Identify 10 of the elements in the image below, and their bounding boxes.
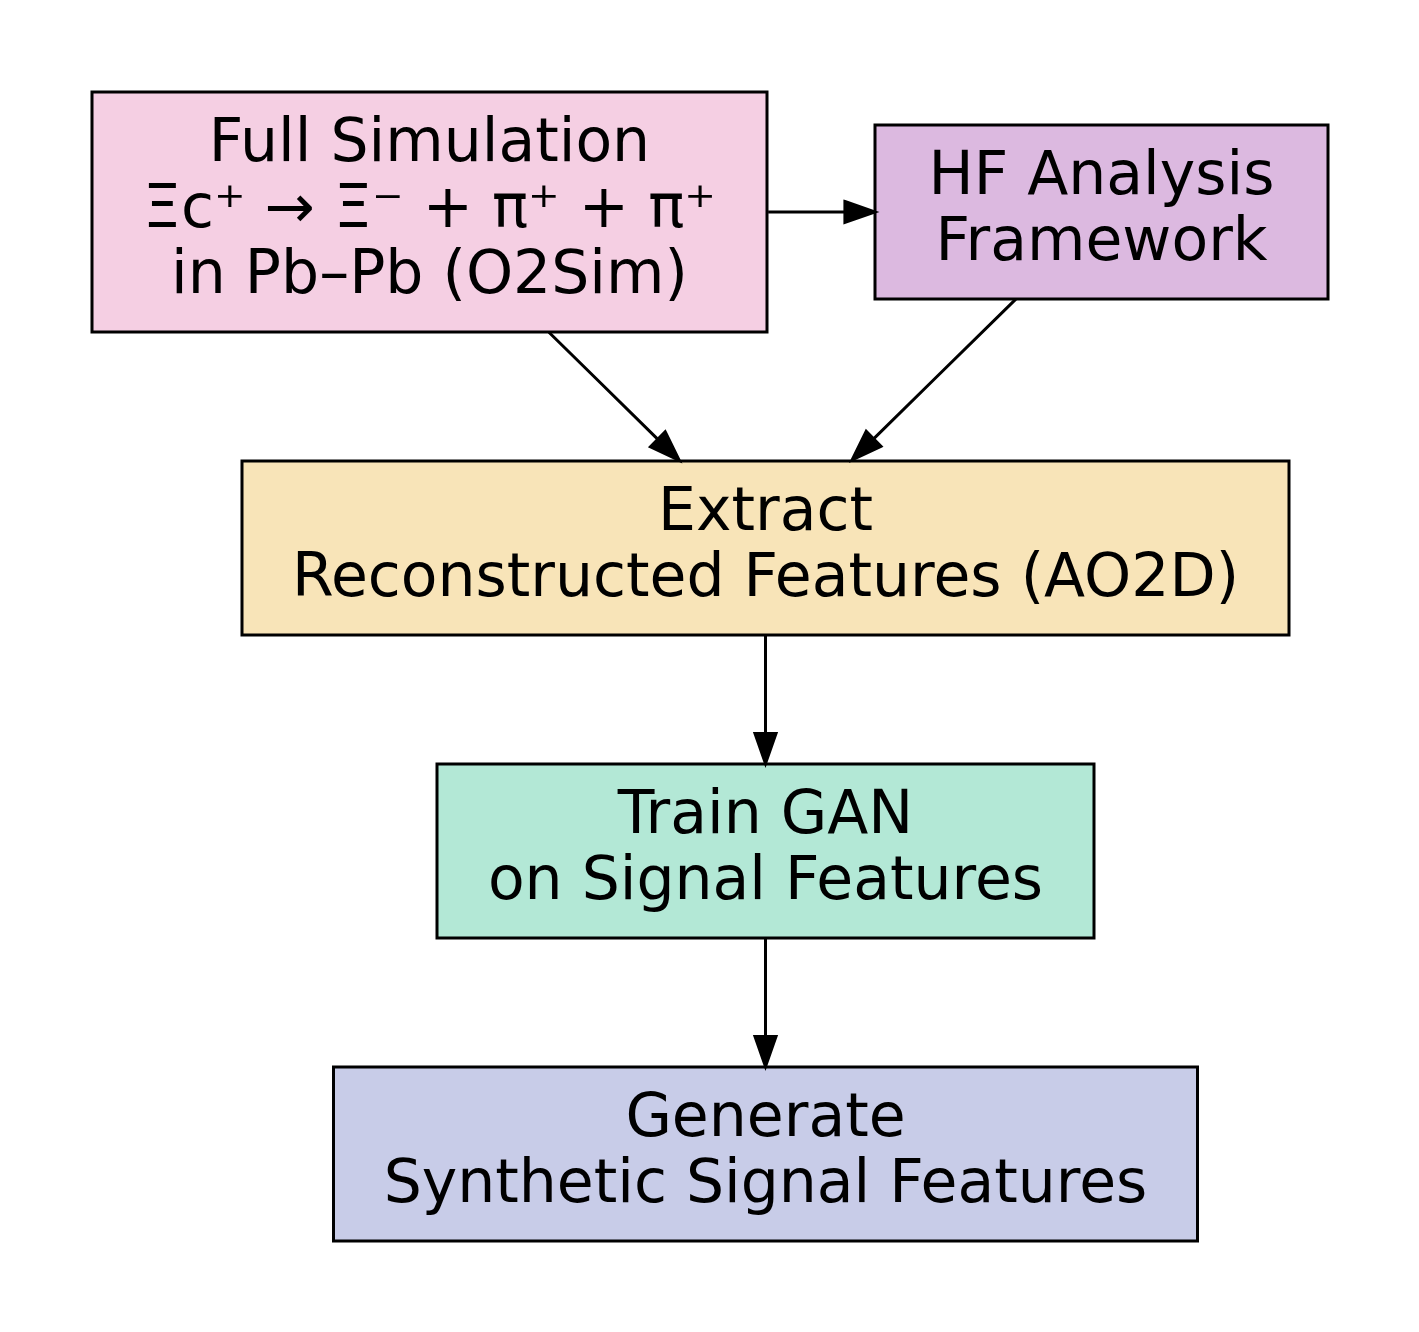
- node-box: Extract Reconstructed Features (AO2D): [240, 459, 1290, 636]
- arrow: [547, 330, 682, 463]
- node-box: Full Simulation Ξc⁺ → Ξ⁻ + π⁺ + π⁺ in Pb–Pb (O2Sim): [90, 90, 768, 333]
- node-box: Generate Synthetic Signal Features: [331, 1065, 1199, 1242]
- arrow: [767, 198, 879, 225]
- arrow: [752, 937, 778, 1071]
- node-box: Train GAN on Signal Features: [435, 762, 1095, 939]
- node-box: HF Analysis Framework: [873, 123, 1329, 300]
- arrow: [848, 297, 1017, 463]
- arrow: [752, 634, 778, 768]
